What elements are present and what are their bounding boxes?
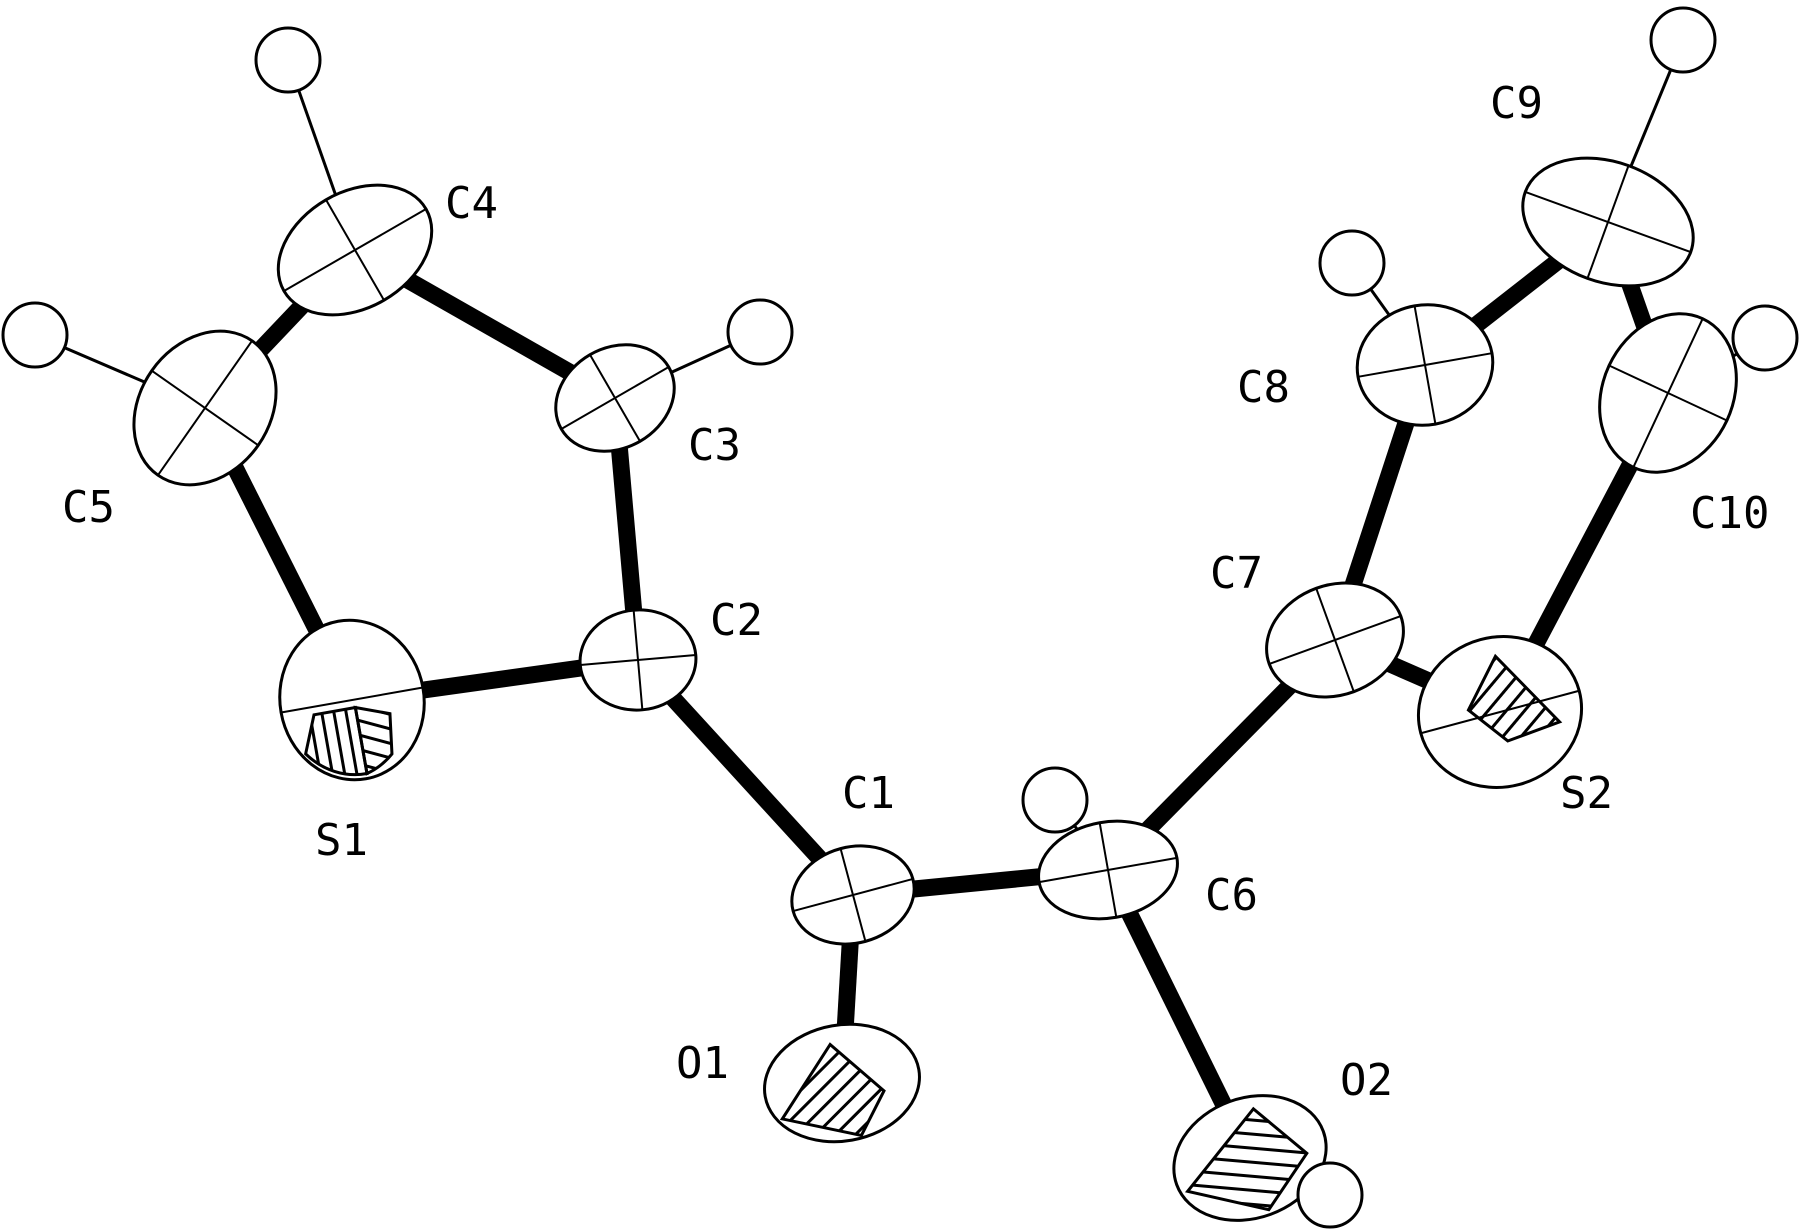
atom-s2: [1416, 635, 1584, 789]
hydrogen-h2o: [1296, 1161, 1364, 1229]
hydrogen-bond-layer: [34, 39, 1766, 1197]
hydrogen-atom-layer: [1, 6, 1799, 1229]
atom-c3: [554, 343, 676, 453]
label-o1: O1: [676, 1038, 729, 1089]
label-s2: S2: [1560, 768, 1613, 819]
label-s1: S1: [315, 815, 368, 866]
hydrogen-h8: [1318, 229, 1386, 297]
atom-c1: [790, 844, 916, 946]
label-c7: C7: [1210, 548, 1263, 599]
atom-c8: [1355, 303, 1495, 427]
hydrogen-h3: [726, 298, 794, 366]
atom-o2: [1172, 1094, 1328, 1222]
label-o2: O2: [1340, 1055, 1393, 1106]
atom-layer: [132, 156, 1738, 1222]
atom-c9: [1521, 156, 1695, 288]
label-c5: C5: [62, 482, 115, 533]
atom-c4: [276, 183, 434, 317]
atom-c5: [132, 329, 278, 487]
atom-label-layer: C1 C2 C3 C4 C5 C6 C7 C8 C9 C10 S1 S2 O1 …: [62, 78, 1769, 1106]
hydrogen-h4: [254, 26, 322, 94]
atom-c10: [1598, 312, 1738, 474]
atom-o1: [763, 1022, 921, 1144]
label-c8: C8: [1237, 362, 1290, 413]
hydrogen-h5: [1, 301, 69, 369]
atom-c2: [578, 608, 698, 712]
label-c1: C1: [842, 768, 895, 819]
label-c4: C4: [445, 178, 498, 229]
hydrogen-h9: [1649, 6, 1717, 74]
label-c2: C2: [710, 595, 763, 646]
hydrogen-h10: [1731, 304, 1799, 372]
label-c3: C3: [688, 420, 741, 471]
atom-s1: [278, 618, 426, 782]
atom-c7: [1265, 581, 1405, 699]
hydrogen-h6: [1021, 766, 1089, 834]
label-c6: C6: [1205, 870, 1258, 921]
label-c9: C9: [1490, 78, 1543, 129]
atom-c6: [1037, 819, 1179, 921]
label-c10: C10: [1690, 488, 1769, 539]
